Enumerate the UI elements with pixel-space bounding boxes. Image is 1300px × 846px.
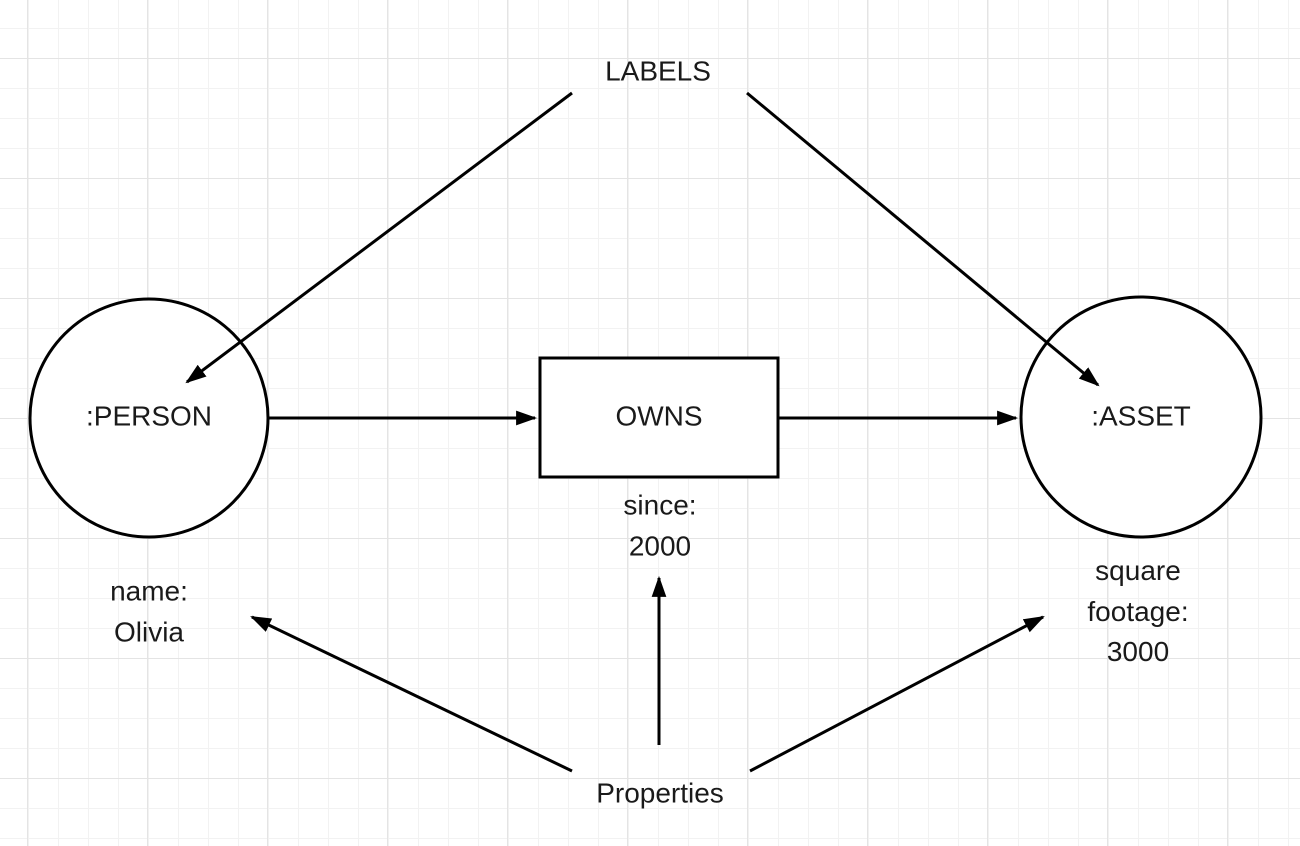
asset-property-text: square footage: 3000	[1087, 555, 1189, 668]
arrow-labels-to-asset	[746, 91, 1100, 387]
arrow-properties-to-name	[250, 615, 573, 773]
asset-node-label: :ASSET	[1091, 400, 1191, 432]
owns-relationship-label: OWNS	[615, 400, 703, 432]
person-property-text: name: Olivia	[110, 575, 188, 647]
person-node-label: :PERSON	[85, 400, 213, 432]
relationship-property-text: since: 2000	[623, 489, 697, 561]
arrow-labels-to-person	[185, 91, 573, 384]
properties-title: Properties	[596, 777, 724, 809]
labels-title: LABELS	[605, 55, 711, 87]
arrow-properties-to-footage	[749, 615, 1045, 773]
owns-relationship-box	[538, 356, 780, 479]
asset-node-circle	[1019, 295, 1263, 539]
